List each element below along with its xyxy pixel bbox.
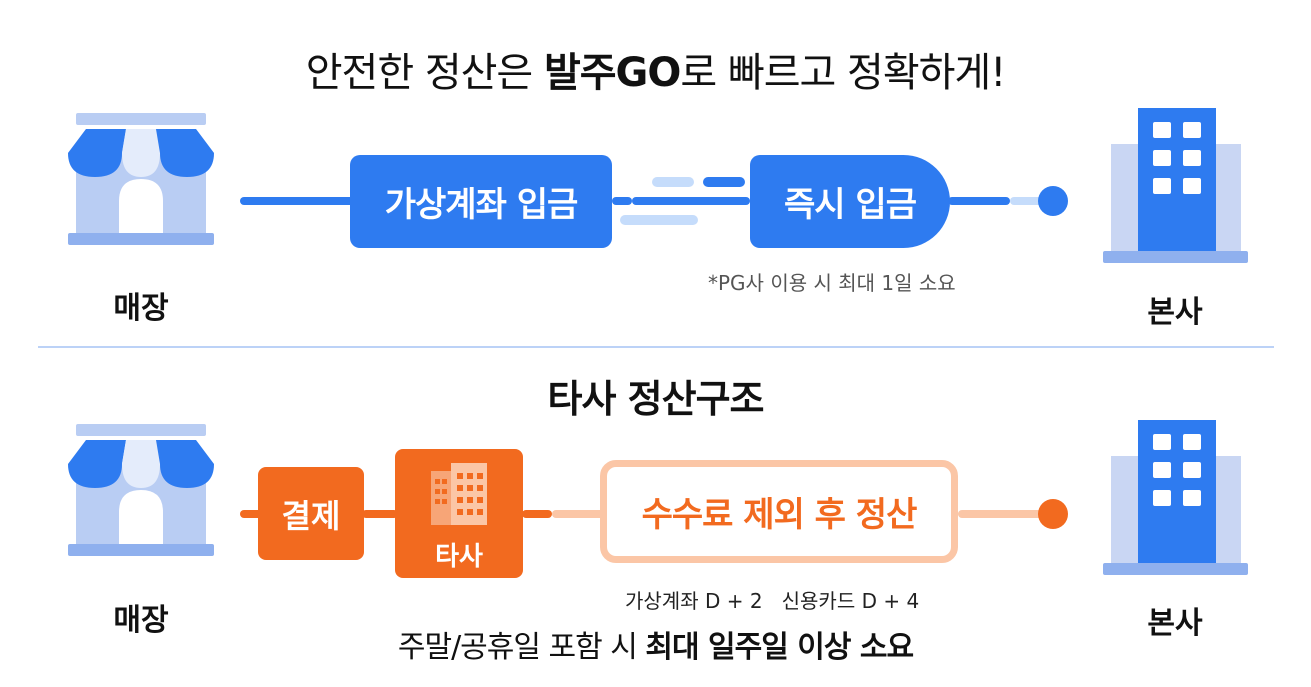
flow-line-bottom-3 <box>522 510 552 518</box>
store-icon-bottom <box>68 424 214 556</box>
headline-suffix: 로 빠르고 정확하게! <box>680 50 1006 96</box>
store-label-top: 매장 <box>113 291 169 326</box>
flow-line-bottom-4 <box>552 510 604 518</box>
payment-box: 결제 <box>258 467 364 560</box>
instant-deposit-box: 즉시 입금 <box>750 155 950 248</box>
store-icon <box>68 113 214 245</box>
other-company-label: 타사 <box>435 542 483 572</box>
speed-dash-2 <box>652 177 694 187</box>
hq-dot-top <box>1038 186 1068 216</box>
speed-dash-5 <box>620 215 698 225</box>
flow-line-top-2 <box>948 197 1010 205</box>
weekend-warning-bold: 최대 일주일 이상 소요 <box>645 630 914 665</box>
weekend-warning: 주말/공휴일 포함 시 최대 일주일 이상 소요 <box>0 622 1311 666</box>
headline-brand: 발주GO <box>543 50 681 96</box>
flow-line-bottom-5 <box>958 510 1044 518</box>
virtual-account-deposit-box: 가상계좌 입금 <box>350 155 612 248</box>
headline-prefix: 안전한 정산은 <box>305 50 544 96</box>
headline: 안전한 정산은 발주GO로 빠르고 정확하게! <box>0 40 1311 98</box>
section2-title: 타사 정산구조 <box>547 377 765 421</box>
flow-line-top-3 <box>1010 197 1044 205</box>
flow-line-bottom-2 <box>362 510 398 518</box>
hq-dot-bottom <box>1038 499 1068 529</box>
weekend-warning-prefix: 주말/공휴일 포함 시 <box>397 630 646 665</box>
headquarters-building-icon-bottom <box>1103 420 1248 575</box>
other-company-building-icon <box>431 463 487 525</box>
headquarters-building-icon <box>1103 108 1248 263</box>
settlement-periods-note: 가상계좌 D + 2 신용카드 D + 4 <box>625 589 920 613</box>
speed-dash-4 <box>632 197 750 205</box>
fee-deducted-settlement-box: 수수료 제외 후 정산 <box>600 460 958 563</box>
speed-dash-3 <box>703 177 745 187</box>
flow-line-top-1 <box>240 197 355 205</box>
section-divider <box>38 346 1274 348</box>
store-label-bottom: 매장 <box>113 603 169 638</box>
hq-label-bottom: 본사 <box>1147 606 1203 641</box>
pg-note: *PG사 이용 시 최대 1일 소요 <box>708 271 956 295</box>
speed-dash-1 <box>612 197 632 205</box>
flow-line-bottom-1 <box>240 510 262 518</box>
hq-label-top: 본사 <box>1147 295 1203 330</box>
